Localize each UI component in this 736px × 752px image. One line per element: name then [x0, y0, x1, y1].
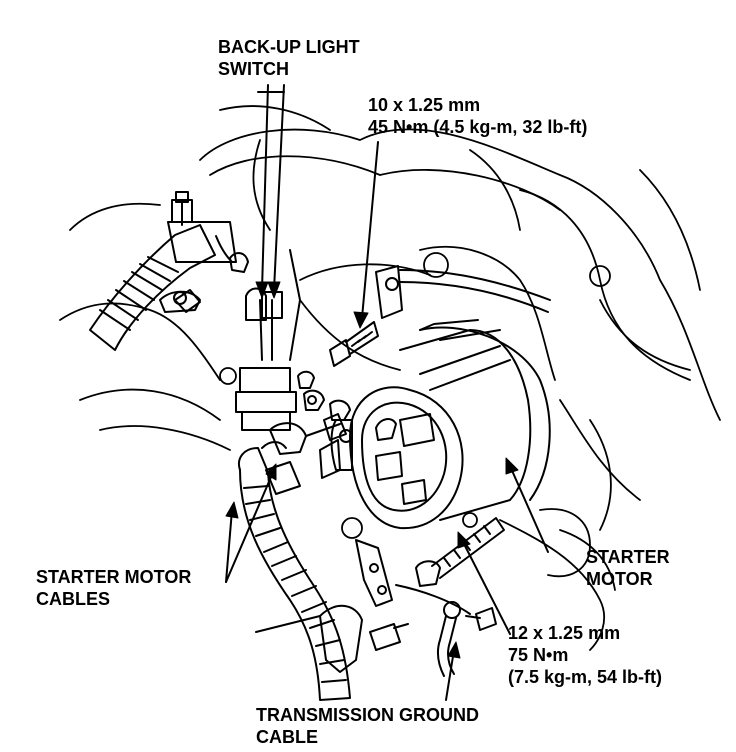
- label-backup-light-switch-line1: BACK-UP LIGHT: [218, 37, 360, 57]
- cable-terminals: [265, 370, 351, 495]
- label-starter-motor-cables: STARTER MOTOR CABLES: [36, 566, 191, 610]
- label-starter-motor: STARTER MOTOR: [586, 546, 670, 590]
- label-backup-light-switch-line2: SWITCH: [218, 59, 289, 79]
- ground-cable-part: [436, 601, 497, 677]
- ground-bracket: [255, 539, 471, 673]
- lower-bolt: [415, 517, 505, 587]
- label-starter-motor-cables-line1: STARTER MOTOR: [36, 567, 192, 587]
- lower-bolt-size: 12 x 1.25 mm: [508, 623, 621, 643]
- upper-bolt-size: 10 x 1.25 mm: [368, 95, 481, 115]
- upper-bolt-torque: 45 N•m (4.5 kg-m, 32 lb-ft): [368, 117, 588, 137]
- label-starter-motor-line2: MOTOR: [586, 569, 653, 589]
- label-starter-motor-cables-line2: CABLES: [36, 589, 111, 609]
- label-starter-motor-line1: STARTER: [586, 547, 670, 567]
- lower-bolt-torque-2: (7.5 kg-m, 54 lb-ft): [508, 667, 663, 687]
- backup-light-switch-part: [215, 235, 301, 431]
- engine-block-outline: [59, 105, 721, 651]
- starter-cable-harness: [238, 441, 351, 701]
- starter-motor-body: [319, 319, 551, 530]
- starter-bracket: [375, 265, 551, 319]
- label-ground-cable-line1: TRANSMISSION GROUND: [256, 705, 480, 725]
- lower-bolt-torque-1: 75 N•m: [508, 645, 569, 665]
- arrowheads: [225, 281, 519, 659]
- upper-hose: [89, 191, 237, 351]
- label-upper-bolt-spec: 10 x 1.25 mm 45 N•m (4.5 kg-m, 32 lb-ft): [368, 94, 587, 138]
- label-ground-cable-line2: CABLE: [256, 727, 318, 747]
- label-backup-light-switch: BACK-UP LIGHT SWITCH: [218, 36, 360, 80]
- label-transmission-ground-cable: TRANSMISSION GROUND CABLE: [256, 704, 479, 748]
- upper-bolt: [329, 321, 379, 367]
- label-lower-bolt-spec: 12 x 1.25 mm 75 N•m (7.5 kg-m, 54 lb-ft): [508, 622, 662, 688]
